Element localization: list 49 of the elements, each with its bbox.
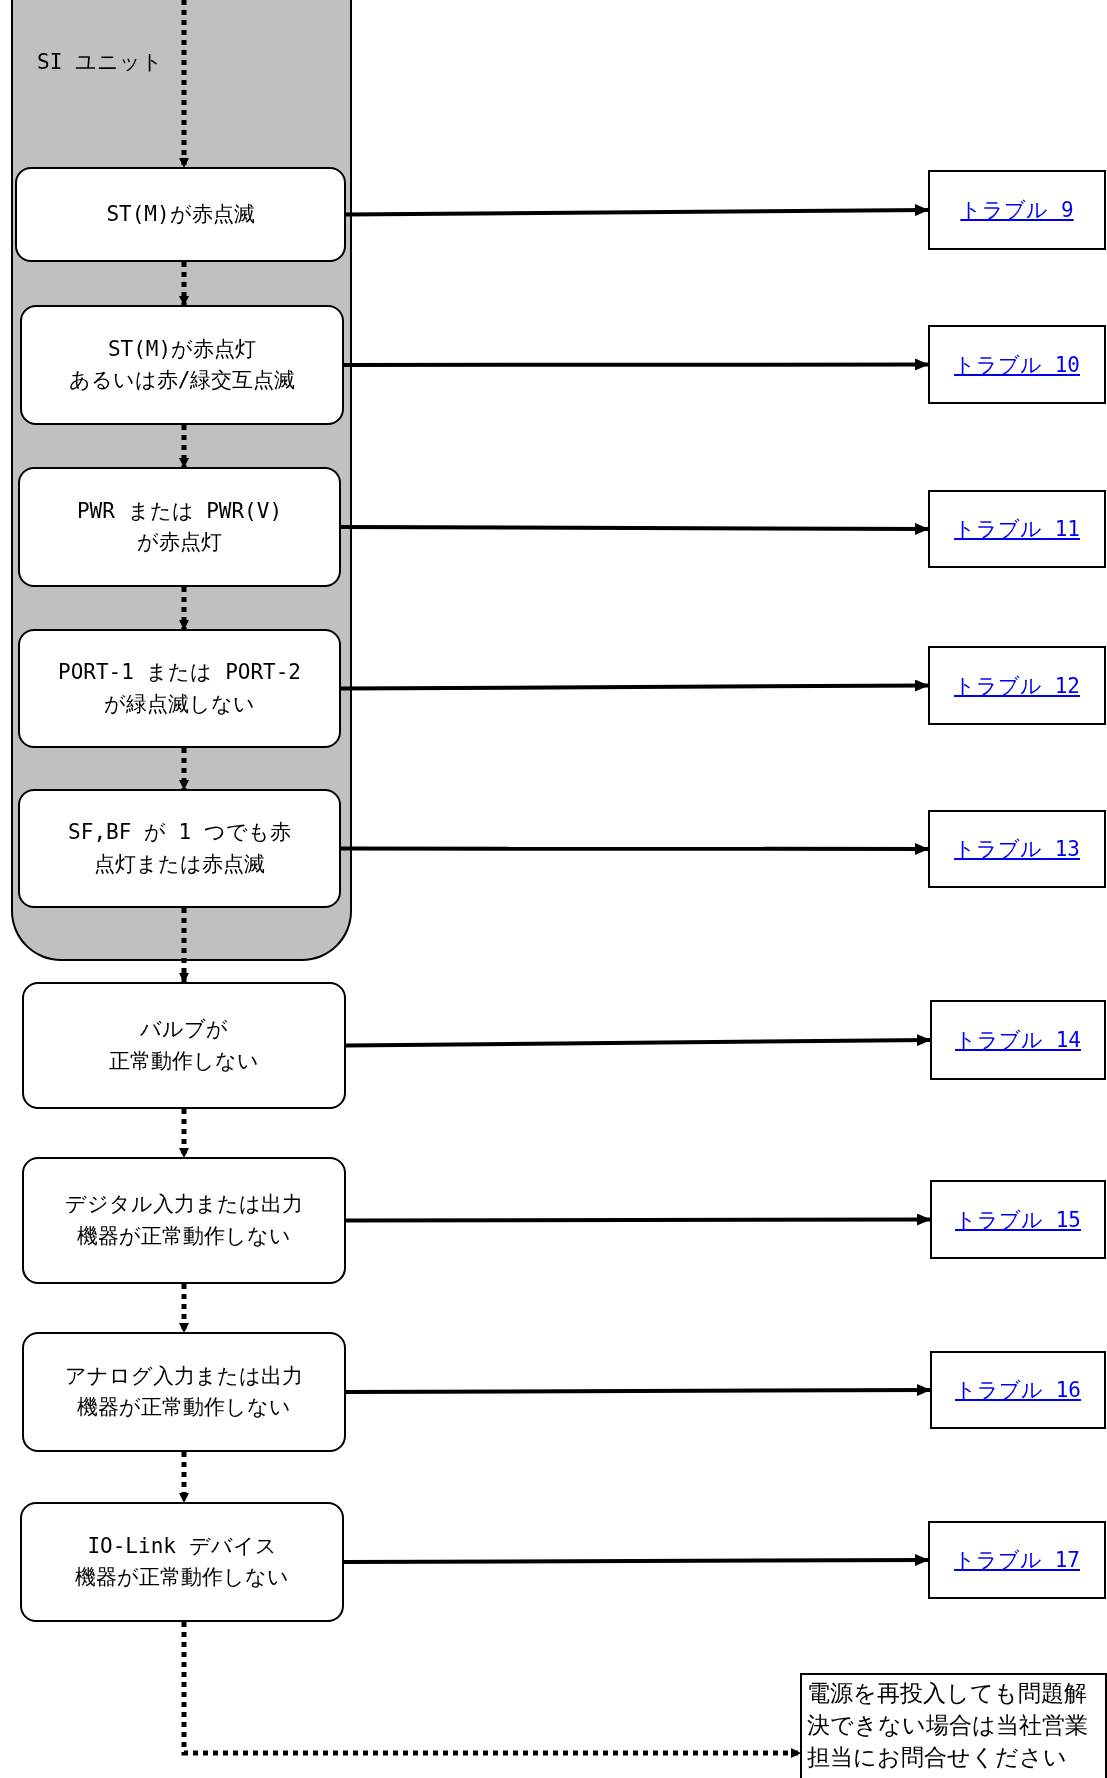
- process-box: PWR または PWR(V) が赤点灯: [18, 467, 341, 587]
- arrow: [341, 843, 929, 855]
- trouble-link: トラブル 15: [955, 1206, 1081, 1234]
- reference-box: [928, 1521, 1106, 1599]
- trouble-link: トラブル 13: [954, 836, 1080, 863]
- dotted-arrow: [179, 1109, 189, 1158]
- reference-box: [928, 810, 1106, 888]
- group-panel: [11, 0, 352, 961]
- trouble-link: トラブル 10: [954, 351, 1080, 379]
- reference-box: [928, 325, 1106, 404]
- arrow: [341, 679, 929, 692]
- arrow: [344, 1554, 929, 1567]
- note-box: 電源を再投入しても問題解決できない場合は当社営業担当にお問合せください: [800, 1673, 1107, 1778]
- dotted-arrow: [179, 1452, 189, 1503]
- trouble-link: トラブル 12: [954, 672, 1080, 700]
- reference-box: [928, 170, 1106, 250]
- process-box: デジタル入力または出力機器が正常動作しない: [22, 1157, 346, 1284]
- dotted-arrow: [179, 425, 189, 468]
- dotted-arrow: [179, 0, 189, 168]
- trouble-link: トラブル 14: [955, 1027, 1081, 1054]
- reference-box: [930, 1000, 1106, 1080]
- dotted-arrow: [179, 748, 189, 790]
- arrow: [346, 1213, 931, 1226]
- arrow: [346, 204, 929, 217]
- arrow: [346, 1034, 931, 1048]
- dotted-arrow: [179, 262, 189, 306]
- trouble-link: トラブル 11: [954, 516, 1080, 543]
- reference-box: [930, 1351, 1106, 1429]
- trouble-link: トラブル 16: [955, 1377, 1081, 1404]
- dotted-arrow: [181, 1622, 801, 1758]
- process-box: SF,BF が 1 つでも赤点灯または赤点滅: [18, 789, 341, 908]
- panel-title: SI ユニット: [37, 49, 163, 76]
- reference-box: [930, 1180, 1106, 1259]
- dotted-arrow: [179, 1284, 189, 1333]
- dotted-arrow: [179, 587, 189, 630]
- reference-box: [928, 490, 1106, 568]
- reference-box: [928, 646, 1106, 725]
- arrow: [344, 358, 929, 371]
- trouble-link: トラブル 17: [954, 1547, 1080, 1574]
- arrow: [341, 522, 929, 535]
- process-box: ST(M)が赤点灯あるいは赤/緑交互点滅: [20, 305, 344, 425]
- process-box: IO-Link デバイス機器が正常動作しない: [20, 1502, 344, 1622]
- trouble-link: トラブル 9: [960, 197, 1074, 224]
- process-box: アナログ入力または出力機器が正常動作しない: [22, 1332, 346, 1452]
- process-box: ST(M)が赤点滅: [15, 167, 346, 262]
- process-box: バルブが正常動作しない: [22, 982, 346, 1109]
- arrow: [346, 1384, 931, 1397]
- process-box: PORT-1 または PORT-2 が緑点滅しない: [18, 629, 341, 748]
- dotted-arrow: [179, 908, 189, 983]
